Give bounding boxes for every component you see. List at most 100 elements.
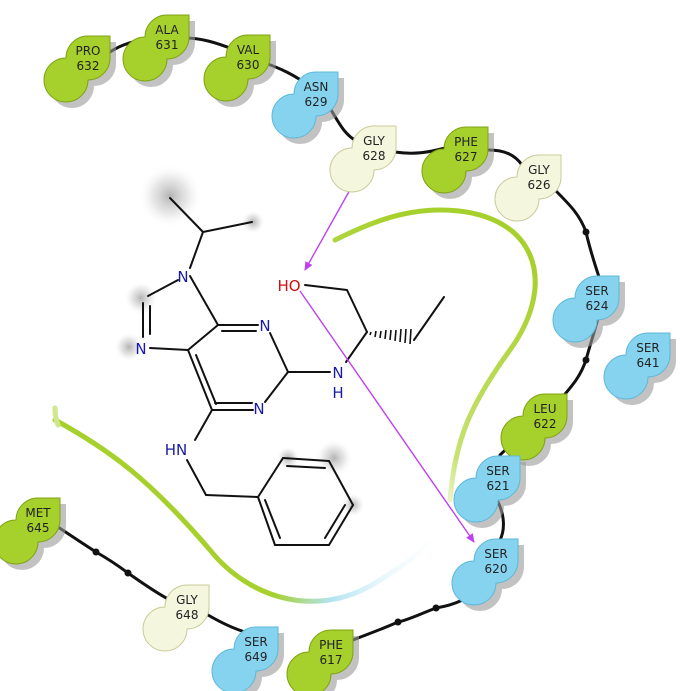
- bond: [189, 231, 204, 269]
- residue-name: PHE: [319, 638, 343, 652]
- residue-name: GLY: [363, 134, 385, 148]
- residue-name: GLY: [528, 163, 550, 177]
- bond: [189, 275, 219, 326]
- residue-name: SER: [484, 547, 508, 561]
- residue-number: 621: [487, 479, 510, 493]
- residue-name: SER: [244, 635, 268, 649]
- atom-n1: N: [253, 400, 264, 418]
- hash-mark: [409, 328, 412, 345]
- bond: [205, 494, 259, 498]
- bond: [286, 465, 326, 469]
- residue-name: SER: [585, 284, 609, 298]
- pocket-left-tail: [52, 405, 61, 428]
- bond: [282, 457, 330, 462]
- residue-number: 641: [637, 356, 660, 370]
- residue-shape: [329, 125, 397, 193]
- solvent-halo: [138, 164, 202, 228]
- bond: [257, 496, 276, 546]
- residue-number: 624: [586, 299, 609, 313]
- residue-shape: [451, 538, 519, 606]
- atom-n9: N: [177, 268, 188, 286]
- bond: [304, 284, 348, 291]
- residue-shape: [122, 14, 190, 82]
- residue-number: 628: [363, 149, 386, 163]
- atom-hydroxyl: HO: [277, 277, 300, 295]
- residue-shape: [494, 154, 562, 222]
- hbond-ho-ser620: [299, 290, 475, 543]
- residue-shape: [500, 393, 568, 461]
- residue-shape: [603, 332, 671, 400]
- residue-number: 629: [305, 95, 328, 109]
- chain-break-dot: [394, 618, 402, 626]
- residue-name: PHE: [454, 135, 478, 149]
- stereo-hash-bond: [369, 328, 412, 345]
- residue-number: 632: [77, 59, 100, 73]
- bond: [413, 296, 445, 341]
- solvent-halo: [114, 332, 144, 362]
- bond: [149, 347, 189, 351]
- chain-break-dot: [582, 228, 590, 236]
- chain-break-dot: [582, 356, 590, 364]
- hash-mark: [374, 330, 377, 338]
- residue-shape: [453, 455, 521, 523]
- bond: [269, 332, 289, 373]
- hash-mark: [379, 330, 382, 339]
- atom-benzyl-hn: HN: [165, 441, 188, 459]
- residue-number: 626: [528, 178, 551, 192]
- atom-amine-h: H: [332, 384, 343, 402]
- bond: [328, 504, 354, 546]
- residue-number: 622: [534, 417, 557, 431]
- bond: [194, 409, 213, 441]
- residue-shape: [43, 35, 111, 103]
- bond: [264, 371, 289, 403]
- atom-n7: N: [135, 340, 146, 358]
- bond: [345, 331, 368, 363]
- residue-number: 620: [485, 562, 508, 576]
- residue-name: LEU: [533, 402, 556, 416]
- residue-shape: [211, 626, 279, 691]
- pocket-bottom: [52, 417, 453, 604]
- residue-name: GLY: [176, 593, 198, 607]
- bond: [195, 354, 217, 405]
- residue-number: 648: [176, 608, 199, 622]
- residue-shape: [142, 584, 210, 652]
- hash-mark: [404, 328, 407, 344]
- residue-shape: [203, 34, 271, 102]
- ligand-molecule: [142, 197, 445, 546]
- hash-mark: [389, 329, 392, 341]
- atom-labels: N N N N N H HN HO: [135, 268, 343, 459]
- residue-name: SER: [636, 341, 660, 355]
- residue-shape: [552, 275, 620, 343]
- pocket-right: [332, 207, 538, 503]
- bond: [324, 504, 346, 539]
- hash-mark: [399, 328, 402, 343]
- backbone-breaks: [92, 228, 590, 626]
- residue-number: 627: [455, 150, 478, 164]
- residue-shape: [271, 71, 339, 139]
- solvent-exposure-halos: [114, 164, 365, 517]
- binding-pocket-outline: [52, 207, 538, 604]
- bond: [147, 279, 179, 297]
- residue-name: SER: [486, 464, 510, 478]
- bond: [202, 221, 253, 233]
- residue-name: ALA: [155, 23, 179, 37]
- hash-mark: [394, 329, 397, 342]
- residue-number: 617: [320, 653, 343, 667]
- hash-mark: [369, 331, 372, 336]
- chain-break-dot: [124, 569, 132, 577]
- chain-break-dot: [92, 548, 100, 556]
- residue-number: 649: [245, 650, 268, 664]
